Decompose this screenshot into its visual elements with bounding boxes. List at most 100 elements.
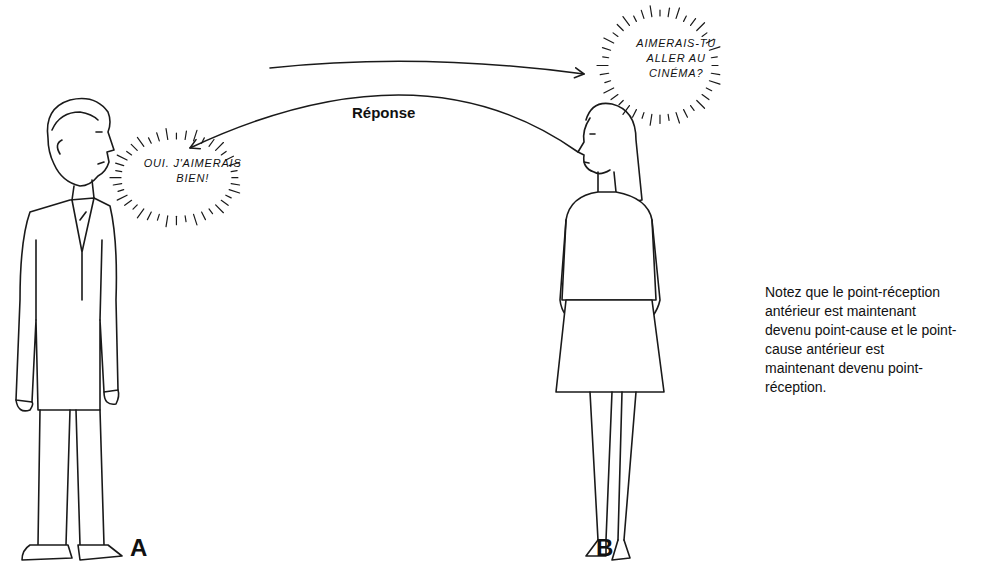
person-a-figure-part (72, 180, 94, 200)
bubble-tick (131, 145, 137, 151)
speech-bubble: AIMERAIS-TU ALLER AU CINÉMA? (596, 4, 724, 127)
bubble-tick (650, 6, 652, 17)
person-a-figure-part (96, 131, 102, 133)
person-letter: A (130, 534, 147, 562)
bubble-tick (175, 133, 176, 139)
bubble-tick (225, 196, 230, 199)
bubble-tick (115, 163, 123, 166)
bubble-tick (193, 215, 196, 225)
bubble-tick (709, 81, 719, 84)
bubble-tick (209, 209, 213, 214)
bubble-tick (668, 8, 669, 16)
bubble-tick (711, 73, 719, 74)
bubble-tick (659, 10, 660, 16)
bubble-tick (113, 184, 121, 185)
bubble-tick (697, 101, 705, 109)
bubble-tick (166, 129, 168, 140)
person-letter: B (596, 534, 613, 562)
bubble-tick (659, 115, 660, 124)
bubble-tick (605, 81, 611, 83)
person-b-figure-part (562, 192, 656, 300)
person-b-figure-part (590, 392, 636, 540)
person-a-figure-part (16, 198, 118, 410)
bubble-tick (702, 33, 707, 37)
bubble-tick (124, 201, 131, 206)
bubble-tick (221, 152, 226, 156)
bubble-tick (604, 88, 614, 93)
arrow-label: Réponse (350, 104, 417, 121)
bubble-tick (118, 190, 124, 192)
bubble-tick (711, 56, 717, 58)
bubble-tick (231, 177, 237, 178)
person-b-figure-part (578, 118, 610, 174)
bubble-outline (596, 4, 724, 127)
bubble-tick (691, 106, 695, 111)
bubble-tick (676, 113, 679, 123)
bubble-tick (619, 101, 623, 105)
bubble-tick (193, 131, 196, 141)
bubble-tick (684, 16, 687, 21)
person-a-figure-part (78, 545, 122, 560)
person-a-figure (16, 99, 122, 561)
bubble-tick (684, 110, 688, 118)
bubble-tick (706, 88, 711, 91)
bubble-tick (623, 17, 629, 26)
person-a-figure-part (98, 162, 104, 164)
bubble-tick (201, 212, 205, 220)
note-text: Notez que le point-réception antérieur e… (765, 283, 957, 397)
bubble-tick (175, 217, 176, 226)
speech-text: AIMERAIS-TU ALLER AU CINÉMA? (628, 36, 724, 81)
person-b-figure-part (590, 133, 595, 135)
bubble-tick (650, 114, 652, 125)
person-b-figure-part (584, 162, 589, 163)
question-arrow-part (270, 61, 584, 74)
bubble-tick (613, 33, 618, 37)
bubble-tick (209, 140, 214, 147)
bubble-tick (215, 143, 223, 151)
person-a-figure-part (104, 390, 119, 404)
response-arrow-part (190, 95, 578, 152)
bubble-tick (147, 212, 151, 220)
person-b-figure-part (598, 172, 616, 192)
bubble-tick (697, 23, 705, 31)
bubble-tick (166, 216, 168, 227)
response-arrow (190, 95, 578, 152)
bubble-tick (633, 110, 637, 118)
person-b-figure-part (586, 103, 642, 204)
person-a-figure-part (36, 240, 102, 320)
bubble-tick (611, 95, 618, 100)
bubble-tick (604, 38, 614, 43)
bubble-tick (602, 48, 610, 51)
person-a-figure-part (52, 112, 98, 130)
bubble-tick (215, 205, 223, 213)
person-a-figure-part (72, 198, 94, 300)
bubble-tick (157, 215, 159, 221)
bubble-tick (231, 170, 237, 172)
bubble-tick (126, 152, 131, 156)
bubble-tick (185, 131, 186, 139)
bubble-tick (634, 16, 637, 21)
person-a-figure-part (57, 140, 62, 154)
bubble-tick (156, 133, 159, 141)
speech-bubble: OUI. J'AIMERAIS BIEN! (109, 127, 244, 228)
person-a-figure-part (47, 99, 114, 187)
bubble-tick (617, 24, 623, 30)
bubble-tick (642, 113, 644, 119)
bubble-tick (221, 201, 228, 206)
bubble-tick (603, 56, 609, 58)
bubble-tick (110, 177, 121, 178)
person-a-figure-part (22, 545, 72, 560)
question-arrow (270, 61, 584, 74)
person-a-figure-part (16, 400, 33, 411)
person-b-figure (556, 103, 664, 560)
bubble-tick (133, 205, 137, 209)
bubble-tick (148, 138, 151, 143)
bubble-tick (623, 106, 629, 115)
bubble-tick (184, 216, 186, 222)
bubble-tick (597, 65, 608, 66)
bubble-tick (641, 10, 644, 18)
bubble-tick (668, 114, 670, 120)
bubble-tick (712, 65, 718, 66)
bubble-tick (137, 138, 143, 147)
person-a-figure-part (38, 410, 104, 545)
